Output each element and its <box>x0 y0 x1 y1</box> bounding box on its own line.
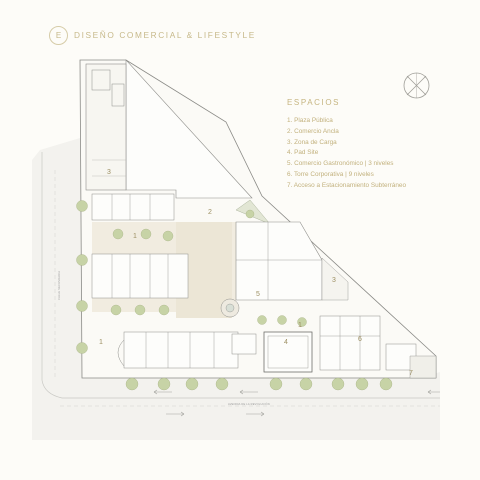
tree <box>140 228 152 240</box>
legend-item: 6. Torre Corporativa | 9 niveles <box>287 170 374 178</box>
traffic-arrows <box>153 389 440 417</box>
tree <box>299 377 313 391</box>
gastro-block <box>235 221 323 301</box>
pad-site <box>263 331 313 373</box>
legend-item: 7. Acceso a Estacionamiento Subterráneo <box>287 181 407 189</box>
fountain-inner <box>225 303 235 313</box>
tree <box>158 304 170 316</box>
tree <box>297 317 307 327</box>
tree <box>277 315 287 325</box>
legend-item: 3. Zona de Carga <box>287 138 337 146</box>
arrow-icon <box>166 411 185 417</box>
tree <box>257 315 267 325</box>
logo-text: E <box>55 30 62 40</box>
zone-label: 1 <box>99 339 103 346</box>
zone-label: 1 <box>133 233 137 240</box>
tree <box>125 377 139 391</box>
ramp-access <box>409 355 437 379</box>
header: E DISEÑO COMERCIAL & LIFESTYLE <box>49 24 256 46</box>
logo-icon: E <box>49 25 68 45</box>
zone-label: 1 <box>298 322 302 329</box>
tree <box>269 377 283 391</box>
street-area <box>32 138 440 440</box>
retail-row <box>91 193 175 221</box>
tree <box>110 304 122 316</box>
retail-block <box>91 253 189 299</box>
pavilion <box>231 333 257 355</box>
tree <box>112 228 124 240</box>
arrow-icon <box>153 389 172 395</box>
entry-curve <box>117 339 125 367</box>
compass-icon <box>403 72 430 99</box>
zone-label: 5 <box>256 291 260 298</box>
tree <box>215 377 229 391</box>
loading-zone <box>85 63 127 191</box>
legend-list: 1. Plaza Pública 2. Comercio Ancla 3. Zo… <box>287 116 406 192</box>
arrow-icon <box>246 411 265 417</box>
tree <box>76 300 88 312</box>
legend-item: 5. Comercio Gastronómico | 3 niveles <box>287 160 394 168</box>
arrow-icon <box>239 389 258 395</box>
legend-item: 4. Pad Site <box>287 149 319 157</box>
zone-label: 7 <box>409 370 413 377</box>
legend-item: 2. Comercio Ancla <box>287 127 339 135</box>
tree <box>245 209 255 219</box>
tree <box>331 377 345 391</box>
tree <box>379 377 393 391</box>
tree <box>185 377 199 391</box>
trees <box>76 200 393 391</box>
tree <box>76 254 88 266</box>
legend-title: ESPACIOS <box>287 98 341 107</box>
tree <box>134 304 146 316</box>
tree <box>76 342 88 354</box>
street-curb <box>41 152 440 399</box>
street-label-bottom: AVENIDA DE LA REVOLUCIÓN <box>228 401 270 406</box>
retail-south <box>123 331 239 369</box>
legend: ESPACIOS 1. Plaza Pública 2. Comercio An… <box>287 98 406 192</box>
arrow-icon <box>427 389 440 395</box>
tree <box>162 230 174 242</box>
zone-label: 2 <box>208 209 212 216</box>
anchor-block <box>125 59 253 199</box>
ramp <box>111 83 125 107</box>
loading-zone-right <box>321 257 349 301</box>
legend-item: 1. Plaza Pública <box>287 117 333 124</box>
corporate-tower <box>319 315 381 371</box>
zone-label: 3 <box>107 169 111 176</box>
tree <box>76 200 88 212</box>
zone-label: 6 <box>358 336 362 343</box>
page-title: DISEÑO COMERCIAL & LIFESTYLE <box>74 30 256 40</box>
street-label-left: CALLE SECUNDARIA <box>57 271 61 300</box>
ramp <box>91 69 111 91</box>
tree <box>355 377 369 391</box>
zone-label: 3 <box>332 277 336 284</box>
tree <box>157 377 171 391</box>
zone-label: 4 <box>284 339 288 346</box>
